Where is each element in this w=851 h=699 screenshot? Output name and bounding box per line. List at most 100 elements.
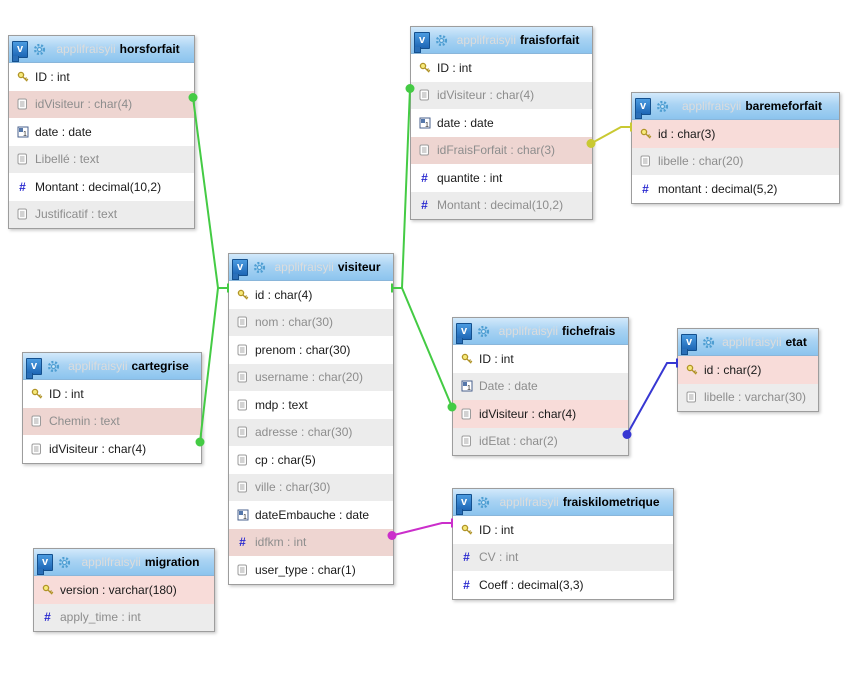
table-options-gear-icon[interactable] <box>477 496 490 509</box>
field-label: Date : date <box>479 379 538 394</box>
table-structure-icon[interactable]: v <box>681 333 697 355</box>
key-icon <box>459 524 474 536</box>
database-name: applifraisyii <box>456 33 516 47</box>
field-row-ID[interactable]: ID : int <box>9 63 194 91</box>
table-options-gear-icon[interactable] <box>702 336 715 349</box>
field-label: montant : decimal(5,2) <box>658 181 778 196</box>
field-row-idfkm[interactable]: #idfkm : int <box>229 528 393 556</box>
table-structure-icon[interactable]: v <box>456 322 472 344</box>
field-row-quantite[interactable]: #quantite : int <box>411 164 592 192</box>
field-row-idVisiteur[interactable]: idVisiteur : char(4) <box>23 435 201 463</box>
table-structure-icon[interactable]: v <box>456 493 472 515</box>
field-label: id : char(4) <box>255 287 313 302</box>
field-row-libelle[interactable]: libelle : char(20) <box>632 147 839 175</box>
field-row-ID[interactable]: ID : int <box>23 380 201 408</box>
field-row-ID[interactable]: ID : int <box>411 54 592 82</box>
field-row-apply_time[interactable]: #apply_time : int <box>34 603 214 631</box>
field-row-cp[interactable]: cp : char(5) <box>229 446 393 474</box>
table-options-gear-icon[interactable] <box>656 100 669 113</box>
field-row-mdp[interactable]: mdp : text <box>229 391 393 419</box>
field-row-Justificatif[interactable]: Justificatif : text <box>9 200 194 228</box>
field-row-Chemin[interactable]: Chemin : text <box>23 407 201 435</box>
field-row-Coeff[interactable]: #Coeff : decimal(3,3) <box>453 571 673 599</box>
text-icon <box>235 426 250 438</box>
field-row-idVisiteur[interactable]: idVisiteur : char(4) <box>9 90 194 118</box>
field-row-ville[interactable]: ville : char(30) <box>229 473 393 501</box>
field-row-id[interactable]: id : char(3) <box>632 120 839 148</box>
field-label: libelle : varchar(30) <box>704 390 807 405</box>
table-options-gear-icon[interactable] <box>477 325 490 338</box>
field-row-CV[interactable]: #CV : int <box>453 543 673 571</box>
field-label: id : char(2) <box>704 362 762 377</box>
field-row-idVisiteur[interactable]: idVisiteur : char(4) <box>453 400 628 428</box>
numeric-icon: # <box>459 579 474 591</box>
table-options-gear-icon[interactable] <box>58 556 71 569</box>
field-label: Montant : decimal(10,2) <box>437 198 564 213</box>
table-structure-icon[interactable]: v <box>414 31 430 53</box>
field-row-Montant[interactable]: #Montant : decimal(10,2) <box>9 173 194 201</box>
key-icon <box>684 364 699 376</box>
database-name: applifraisyii <box>499 495 559 509</box>
table-structure-icon[interactable]: v <box>232 258 248 280</box>
field-row-Montant[interactable]: #Montant : decimal(10,2) <box>411 191 592 219</box>
field-row-adresse[interactable]: adresse : char(30) <box>229 418 393 446</box>
table-name: migration <box>144 555 200 569</box>
table-options-gear-icon[interactable] <box>33 43 46 56</box>
table-structure-icon[interactable]: v <box>37 553 53 575</box>
field-row-libelle[interactable]: libelle : varchar(30) <box>678 383 818 411</box>
field-row-id[interactable]: id : char(4) <box>229 281 393 309</box>
table-options-gear-icon[interactable] <box>435 34 448 47</box>
field-row-montant[interactable]: #montant : decimal(5,2) <box>632 175 839 203</box>
table-structure-icon[interactable]: v <box>12 40 28 62</box>
field-row-user_type[interactable]: user_type : char(1) <box>229 556 393 584</box>
key-icon <box>40 584 55 596</box>
field-row-ID[interactable]: ID : int <box>453 516 673 544</box>
field-row-ID[interactable]: ID : int <box>453 345 628 373</box>
table-options-gear-icon[interactable] <box>47 360 60 373</box>
table-options-gear-icon[interactable] <box>253 261 266 274</box>
database-name: applifraisyii <box>81 555 141 569</box>
field-row-idFraisForfait[interactable]: idFraisForfait : char(3) <box>411 136 592 164</box>
field-row-version[interactable]: version : varchar(180) <box>34 576 214 604</box>
field-row-idEtat[interactable]: idEtat : char(2) <box>453 427 628 455</box>
table-name: visiteur <box>337 260 381 274</box>
field-label: id : char(3) <box>658 126 716 141</box>
field-row-prenom[interactable]: prenom : char(30) <box>229 336 393 364</box>
field-row-id[interactable]: id : char(2) <box>678 356 818 384</box>
numeric-glyph: # <box>19 179 26 194</box>
field-row-Libellé[interactable]: Libellé : text <box>9 145 194 173</box>
date-icon: 1 <box>15 126 30 138</box>
field-label: ID : int <box>49 386 84 401</box>
field-row-username[interactable]: username : char(20) <box>229 363 393 391</box>
field-label: libelle : char(20) <box>658 154 744 169</box>
table-structure-icon[interactable]: v <box>635 97 651 119</box>
field-row-nom[interactable]: nom : char(30) <box>229 308 393 336</box>
table-structure-icon[interactable]: v <box>26 357 42 379</box>
field-row-idVisiteur[interactable]: idVisiteur : char(4) <box>411 81 592 109</box>
